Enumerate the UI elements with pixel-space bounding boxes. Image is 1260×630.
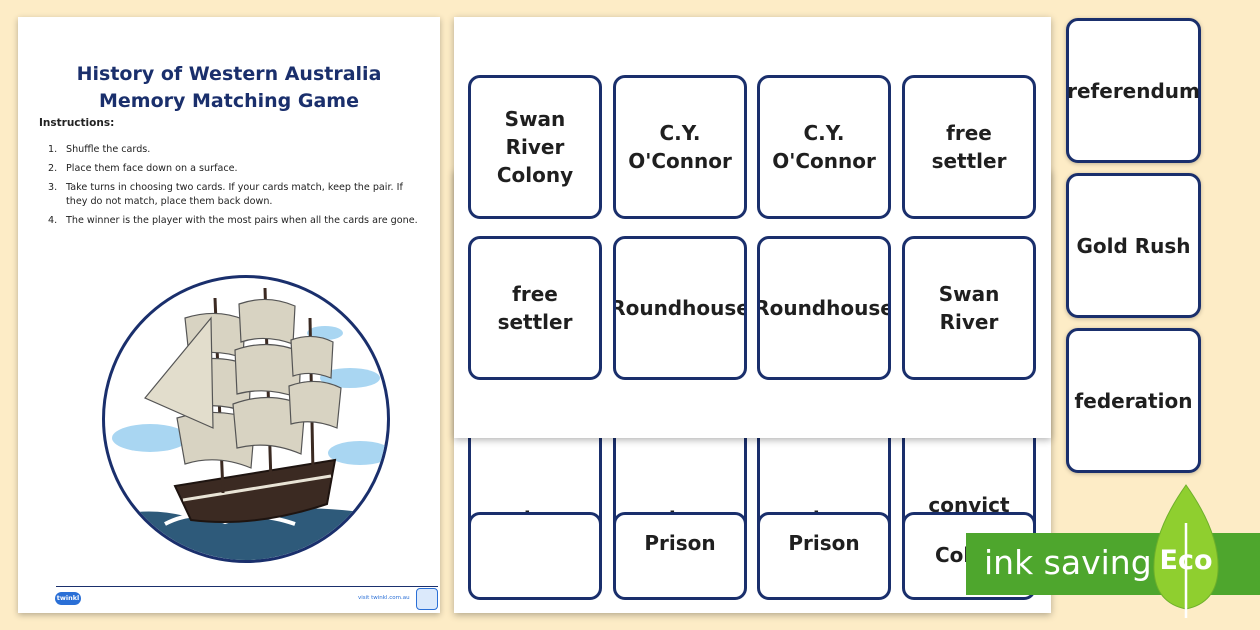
card-prison-2[interactable]: Prison: [757, 512, 891, 600]
card-text: Swan: [504, 107, 566, 131]
card-text: C.Y.: [659, 121, 701, 145]
card-text: O'Connor: [628, 149, 732, 173]
footer-url: visit twinkl.com.au: [358, 595, 410, 601]
card-text: O'Connor: [772, 149, 876, 173]
card-text: Prison: [788, 531, 860, 555]
instructions-heading: Instructions:: [39, 117, 115, 129]
sheet-title-line-2: Memory Matching Game: [99, 90, 359, 112]
ship-illustration: [102, 275, 390, 563]
card-roundhouse-2[interactable]: Roundhouse: [757, 236, 891, 380]
instruction-item: 4.The winner is the player with the most…: [48, 215, 418, 226]
card-hidden[interactable]: [468, 512, 602, 600]
card-referendum[interactable]: referendum: [1066, 18, 1201, 163]
card-prison-1[interactable]: Prison: [613, 512, 747, 600]
badge-icon: [416, 588, 438, 610]
card-swan-river[interactable]: Swan River: [902, 236, 1036, 380]
instruction-text: The winner is the player with the most p…: [66, 215, 418, 226]
card-text: federation: [1074, 388, 1193, 413]
ship-icon: [105, 287, 387, 560]
sheet-title-line-1: History of Western Australia: [76, 63, 382, 85]
card-text: free: [512, 282, 558, 306]
footer-divider: [56, 586, 438, 587]
card-cy-oconnor-1[interactable]: C.Y. O'Connor: [613, 75, 747, 219]
instruction-item: 1.Shuffle the cards.: [48, 144, 151, 155]
eco-banner-text: ink saving: [984, 543, 1152, 582]
sheet-title: History of Western Australia Memory Matc…: [18, 61, 440, 115]
card-text: Col: [935, 543, 971, 567]
card-roundhouse-1[interactable]: Roundhouse: [613, 236, 747, 380]
card-text: Prison: [644, 531, 716, 555]
card-swan-river-colony[interactable]: Swan River Colony: [468, 75, 602, 219]
instructions-list: 1.Shuffle the cards. 2.Place them face d…: [48, 143, 426, 233]
twinkl-logo: twinkl: [55, 592, 81, 605]
card-text: referendum: [1067, 78, 1200, 103]
instruction-item: 3.Take turns in choosing two cards. If y…: [48, 181, 426, 209]
card-gold-rush[interactable]: Gold Rush: [1066, 173, 1201, 318]
instruction-item: 2.Place them face down on a surface.: [48, 163, 238, 174]
card-federation[interactable]: federation: [1066, 328, 1201, 473]
card-text: Gold Rush: [1076, 233, 1191, 258]
card-text: Swan: [938, 282, 1000, 306]
card-cy-oconnor-2[interactable]: C.Y. O'Connor: [757, 75, 891, 219]
card-text: River: [939, 310, 999, 334]
instruction-text: Shuffle the cards.: [66, 144, 151, 155]
card-text: settler: [497, 310, 573, 334]
card-text: Roundhouse: [757, 296, 891, 320]
card-free-settler-2[interactable]: free settler: [468, 236, 602, 380]
card-page-front: Swan River Colony C.Y. O'Connor C.Y. O'C…: [454, 17, 1051, 438]
instruction-text: Take turns in choosing two cards. If you…: [66, 182, 403, 207]
card-text: River: [505, 135, 565, 159]
instruction-sheet: History of Western Australia Memory Matc…: [18, 17, 440, 613]
card-free-settler-1[interactable]: free settler: [902, 75, 1036, 219]
card-text: Colony: [496, 163, 574, 187]
card-text: settler: [931, 149, 1007, 173]
eco-label: Eco: [1159, 545, 1213, 576]
card-text: Roundhouse: [613, 296, 747, 320]
instruction-text: Place them face down on a surface.: [66, 163, 238, 174]
leaf-icon: [1153, 484, 1219, 618]
card-text: C.Y.: [803, 121, 845, 145]
card-text: free: [946, 121, 992, 145]
